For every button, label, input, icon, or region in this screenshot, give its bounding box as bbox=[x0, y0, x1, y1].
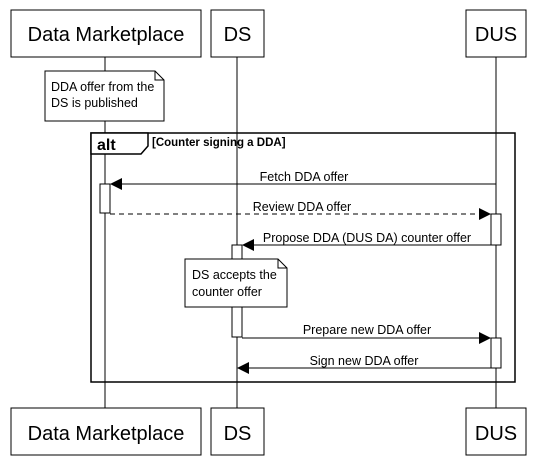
message-review-dda-offer: Review DDA offer bbox=[110, 200, 491, 220]
participant-label: DUS bbox=[475, 24, 517, 46]
participant-data-marketplace-top: Data Marketplace bbox=[10, 9, 202, 58]
note-dda-published: DDA offer from the DS is published bbox=[44, 70, 165, 122]
note-line: DS is published bbox=[51, 96, 138, 110]
note-line: DDA offer from the bbox=[51, 80, 154, 94]
participant-label: DUS bbox=[475, 423, 517, 445]
message-label: Prepare new DDA offer bbox=[303, 323, 431, 337]
activation-bar-dus-review bbox=[490, 213, 502, 246]
activation-bar-data-marketplace bbox=[99, 183, 111, 214]
alt-keyword: alt bbox=[97, 137, 116, 154]
message-propose-counter-offer: Propose DDA (DUS DA) counter offer bbox=[242, 231, 491, 251]
participant-data-marketplace-bottom: Data Marketplace bbox=[10, 407, 202, 456]
alt-condition: [Counter signing a DDA] bbox=[152, 137, 286, 149]
message-label: Propose DDA (DUS DA) counter offer bbox=[263, 231, 471, 245]
note-ds-accepts: DS accepts the counter offer bbox=[184, 258, 288, 308]
participant-ds-bottom: DS bbox=[210, 407, 265, 456]
participant-ds-top: DS bbox=[210, 9, 265, 58]
note-line: counter offer bbox=[192, 285, 262, 299]
participant-label: DS bbox=[224, 423, 252, 445]
participant-label: Data Marketplace bbox=[28, 423, 185, 445]
participant-label: DS bbox=[224, 24, 252, 46]
alt-fragment: alt [Counter signing a DDA] bbox=[90, 132, 516, 383]
participant-label: Data Marketplace bbox=[28, 24, 185, 46]
message-label: Sign new DDA offer bbox=[310, 354, 419, 368]
message-fetch-dda-offer: Fetch DDA offer bbox=[110, 170, 496, 190]
participant-dus-top: DUS bbox=[465, 9, 527, 58]
message-prepare-new-dda-offer: Prepare new DDA offer bbox=[242, 323, 491, 344]
message-sign-new-dda-offer: Sign new DDA offer bbox=[237, 354, 491, 374]
message-label: Fetch DDA offer bbox=[260, 170, 349, 184]
participant-dus-bottom: DUS bbox=[465, 407, 527, 456]
note-line: DS accepts the bbox=[192, 268, 277, 282]
activation-bar-dus-sign bbox=[490, 337, 502, 369]
message-label: Review DDA offer bbox=[253, 200, 351, 214]
